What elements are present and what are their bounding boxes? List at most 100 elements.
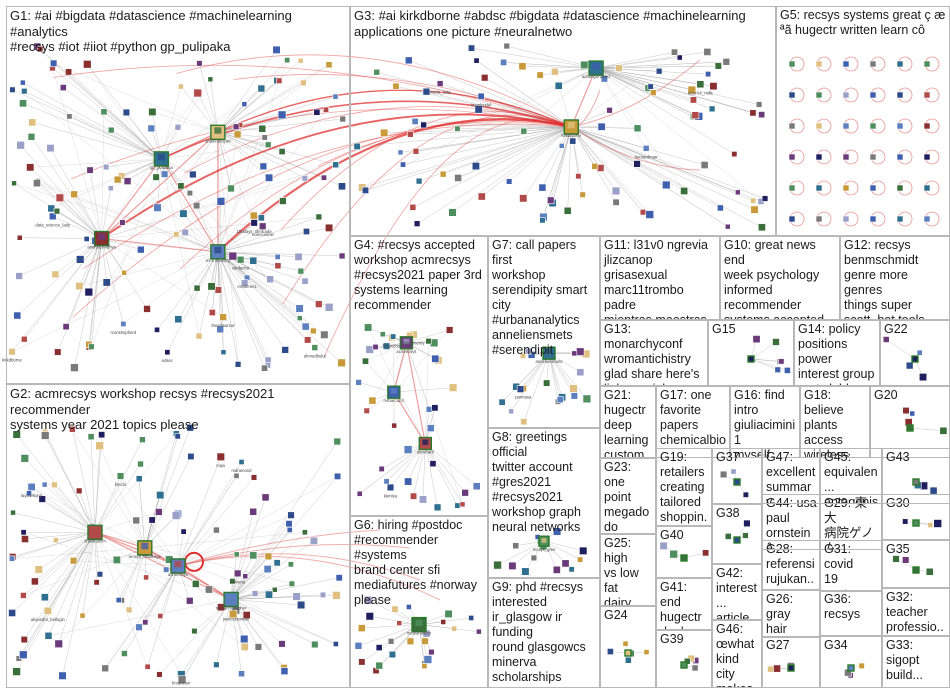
node-avatar[interactable] — [112, 555, 121, 564]
node-avatar[interactable] — [896, 153, 904, 161]
node-avatar[interactable] — [310, 327, 317, 335]
node-avatar[interactable] — [69, 425, 76, 433]
node-avatar[interactable] — [338, 252, 346, 260]
node-avatar[interactable] — [392, 82, 400, 90]
node-avatar[interactable] — [687, 85, 697, 95]
node-avatar[interactable] — [882, 336, 890, 343]
node-avatar[interactable] — [896, 122, 904, 130]
node-avatar[interactable] — [896, 184, 904, 192]
node-avatar[interactable] — [20, 454, 29, 463]
node-avatar[interactable] — [815, 122, 823, 130]
node-avatar[interactable] — [503, 42, 511, 50]
node-avatar[interactable] — [152, 173, 160, 181]
node-avatar[interactable] — [757, 223, 766, 232]
node-avatar[interactable] — [98, 431, 106, 439]
node-avatar[interactable] — [431, 404, 439, 412]
node-avatar[interactable] — [51, 481, 58, 489]
node-avatar[interactable] — [869, 91, 877, 99]
node-avatar[interactable] — [121, 650, 128, 657]
node-avatar[interactable] — [287, 561, 294, 568]
node-avatar[interactable] — [49, 212, 57, 221]
node-avatar[interactable] — [512, 542, 520, 550]
node-avatar[interactable] — [518, 62, 527, 71]
node-avatar[interactable] — [125, 606, 133, 614]
node-avatar[interactable] — [788, 153, 796, 161]
node-avatar[interactable] — [662, 180, 671, 190]
node-avatar[interactable] — [842, 91, 850, 99]
node-avatar[interactable] — [742, 491, 749, 498]
hub-node-avatar[interactable] — [137, 540, 153, 556]
node-avatar[interactable] — [858, 662, 865, 669]
node-avatar[interactable] — [521, 567, 530, 576]
node-avatar[interactable] — [680, 187, 689, 195]
node-avatar[interactable] — [8, 609, 16, 617]
hub-node-avatar[interactable] — [93, 230, 110, 247]
node-avatar[interactable] — [520, 418, 528, 426]
node-avatar[interactable] — [671, 48, 678, 56]
node-avatar[interactable] — [217, 603, 226, 612]
node-avatar[interactable] — [530, 554, 538, 562]
node-avatar[interactable] — [54, 348, 62, 356]
node-avatar[interactable] — [119, 219, 126, 226]
node-avatar[interactable] — [431, 354, 440, 363]
node-avatar[interactable] — [519, 352, 526, 359]
node-avatar[interactable] — [66, 113, 73, 120]
node-avatar[interactable] — [923, 91, 931, 99]
node-avatar[interactable] — [412, 148, 420, 155]
node-avatar[interactable] — [16, 140, 25, 150]
node-avatar[interactable] — [669, 549, 678, 559]
node-avatar[interactable] — [75, 487, 83, 495]
node-avatar[interactable] — [274, 253, 281, 260]
node-avatar[interactable] — [233, 551, 240, 558]
node-avatar[interactable] — [332, 93, 339, 100]
node-avatar[interactable] — [264, 552, 273, 561]
node-avatar[interactable] — [10, 509, 16, 516]
node-avatar[interactable] — [309, 536, 318, 545]
node-avatar[interactable] — [171, 511, 181, 520]
node-avatar[interactable] — [869, 184, 877, 192]
node-avatar[interactable] — [387, 638, 395, 645]
node-avatar[interactable] — [191, 627, 198, 635]
node-avatar[interactable] — [19, 650, 28, 659]
node-avatar[interactable] — [571, 350, 578, 357]
node-avatar[interactable] — [396, 620, 403, 626]
node-avatar[interactable] — [54, 639, 63, 649]
node-avatar[interactable] — [137, 245, 145, 254]
node-avatar[interactable] — [909, 410, 916, 417]
node-avatar[interactable] — [157, 613, 164, 619]
node-avatar[interactable] — [70, 190, 78, 199]
node-avatar[interactable] — [249, 256, 258, 265]
node-avatar[interactable] — [552, 565, 561, 574]
hub-node-avatar[interactable] — [680, 661, 688, 669]
node-avatar[interactable] — [21, 335, 28, 343]
node-avatar[interactable] — [400, 161, 407, 168]
node-avatar[interactable] — [647, 83, 654, 90]
node-avatar[interactable] — [93, 579, 100, 586]
node-avatar[interactable] — [13, 311, 22, 320]
node-avatar[interactable] — [12, 430, 21, 439]
node-avatar[interactable] — [784, 367, 791, 374]
node-avatar[interactable] — [251, 590, 259, 597]
node-avatar[interactable] — [772, 338, 780, 346]
node-avatar[interactable] — [135, 623, 143, 631]
node-avatar[interactable] — [445, 326, 454, 334]
node-avatar[interactable] — [8, 348, 16, 356]
node-avatar[interactable] — [363, 407, 370, 414]
node-avatar[interactable] — [44, 631, 53, 640]
node-avatar[interactable] — [538, 183, 547, 192]
node-avatar[interactable] — [107, 126, 115, 134]
node-avatar[interactable] — [123, 177, 132, 185]
node-avatar[interactable] — [916, 349, 923, 356]
hub-node-avatar[interactable] — [912, 566, 920, 574]
node-avatar[interactable] — [100, 108, 108, 116]
node-avatar[interactable] — [311, 344, 319, 351]
node-avatar[interactable] — [516, 385, 525, 393]
node-avatar[interactable] — [709, 82, 718, 91]
node-avatar[interactable] — [21, 87, 28, 95]
node-avatar[interactable] — [426, 424, 435, 432]
node-avatar[interactable] — [257, 84, 266, 93]
node-avatar[interactable] — [362, 357, 369, 365]
node-avatar[interactable] — [102, 278, 111, 287]
hub-node-avatar[interactable] — [87, 524, 103, 541]
node-avatar[interactable] — [691, 111, 700, 120]
